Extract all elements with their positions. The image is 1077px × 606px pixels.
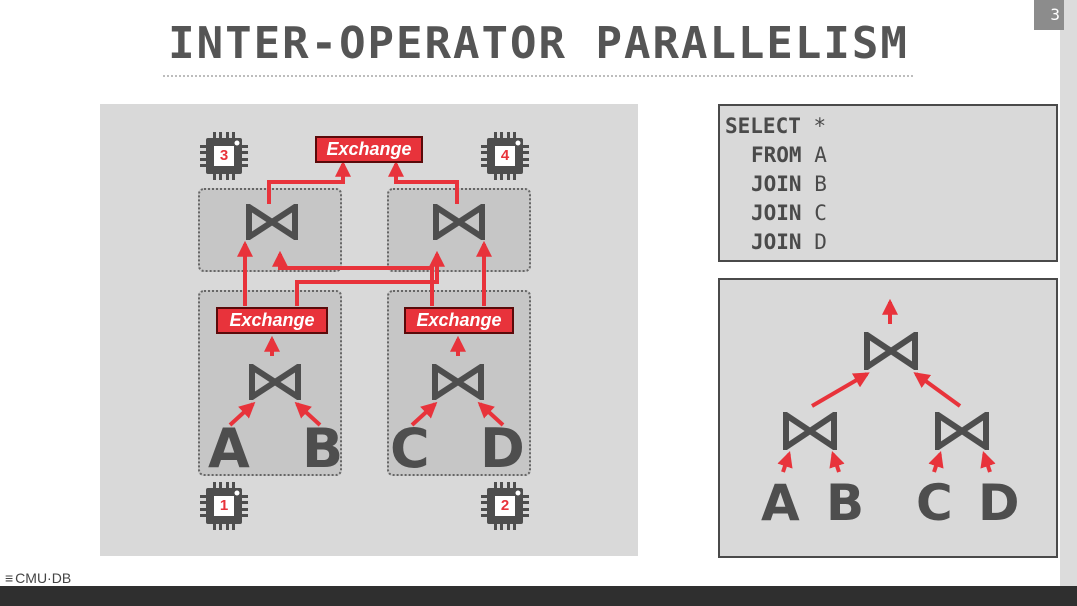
join-operator-top-left-icon [246, 204, 298, 240]
sql-line-join-d: JOIN D [751, 230, 827, 254]
tree-join-right-icon [935, 412, 989, 450]
dataflow-arrows [228, 160, 505, 427]
tree-table-d: D [978, 474, 1020, 532]
cpu-chip-2: 2 [481, 482, 529, 530]
title-divider [163, 75, 913, 77]
join-operator-top-right-icon [433, 204, 485, 240]
join-operator-bottom-left-icon [249, 364, 301, 400]
join-tree-arrows [777, 298, 996, 473]
cpu-chip-3: 3 [200, 132, 248, 180]
sql-line-select: SELECT * [725, 114, 826, 138]
sql-line-join-b: JOIN B [751, 172, 827, 196]
join-operator-bottom-right-icon [432, 364, 484, 400]
slide-title: INTER-OPERATOR PARALLELISM [168, 18, 909, 69]
cpu-chip-icon [481, 132, 529, 180]
sql-line-join-c: JOIN C [751, 201, 827, 225]
right-edge-strip [1060, 0, 1077, 606]
sql-value: * [813, 114, 827, 138]
sql-query-box: SELECT * FROM A JOIN B JOIN C JOIN D [718, 104, 1058, 262]
cpu-number-1: 1 [219, 497, 229, 514]
tree-join-left-icon [783, 412, 837, 450]
tree-table-c: C [916, 474, 953, 532]
tree-join-root-icon [864, 332, 918, 370]
table-a: A [208, 417, 250, 480]
parallel-plan-panel: Exchange Exchange Exchange A B C D 3 [100, 104, 638, 556]
join-tree-box: A B C D [718, 278, 1058, 558]
database-icon: ≡ [5, 570, 14, 586]
tree-table-a: A [761, 474, 800, 532]
exchange-top: Exchange [315, 136, 423, 163]
exchange-right: Exchange [404, 307, 514, 334]
bottom-bar [0, 586, 1077, 606]
sql-keyword: JOIN [751, 230, 802, 254]
cmu-db-logo: ≡CMU·DB [5, 570, 71, 586]
table-b: B [302, 417, 344, 480]
sql-keyword: SELECT [725, 114, 801, 138]
table-d: D [480, 417, 525, 480]
cpu-chip-icon [200, 482, 248, 530]
sql-line-from: FROM A [751, 143, 827, 167]
cpu-chip-1: 1 [200, 482, 248, 530]
cpu-chip-4: 4 [481, 132, 529, 180]
sql-value: A [814, 143, 827, 167]
sql-value: C [814, 201, 827, 225]
cpu-number-4: 4 [500, 147, 510, 164]
page-number: 3 [1034, 0, 1064, 30]
sql-keyword: JOIN [751, 201, 802, 225]
sql-value: D [814, 230, 827, 254]
cpu-number-2: 2 [500, 497, 510, 514]
exchange-left: Exchange [216, 307, 328, 334]
cpu-number-3: 3 [219, 147, 229, 164]
sql-value: B [814, 172, 827, 196]
logo-text: CMU·DB [15, 570, 72, 586]
cpu-chip-icon [200, 132, 248, 180]
cpu-chip-icon [481, 482, 529, 530]
sql-keyword: FROM [751, 143, 802, 167]
table-c: C [390, 417, 430, 480]
tree-table-b: B [826, 474, 865, 532]
sql-keyword: JOIN [751, 172, 802, 196]
